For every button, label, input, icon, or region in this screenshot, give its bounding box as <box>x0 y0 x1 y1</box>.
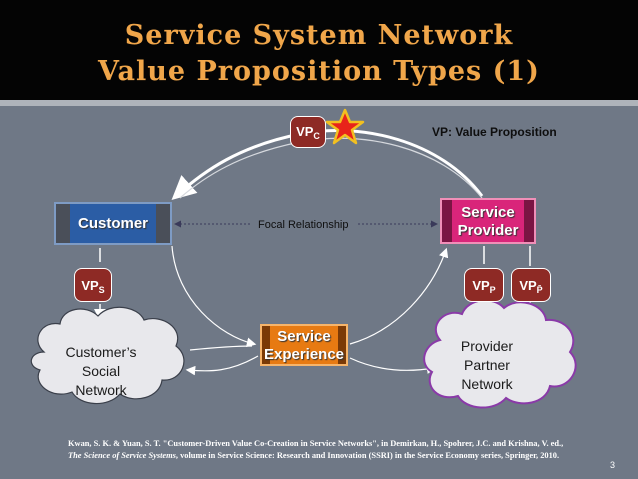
provider-bar-left <box>442 200 452 242</box>
slide-title-line2: Value Proposition Types (1) <box>98 56 540 87</box>
service-experience-node: Service Experience <box>260 324 348 366</box>
customer-bar-right <box>156 204 170 243</box>
experience-to-social-arrow <box>185 355 259 376</box>
vpc-main: VP <box>296 124 314 139</box>
vpp-bar-badge: VPP̄ <box>511 268 551 302</box>
vpc-badge: VPC <box>290 116 326 148</box>
experience-bar-right <box>338 326 346 364</box>
social-label-line1: Customer’s <box>65 344 137 360</box>
partner-network-label: Provider Partner Network <box>455 337 519 394</box>
provider-label-line2: Provider <box>457 222 519 239</box>
title-divider <box>0 100 638 106</box>
slide-title-line1: Service System Network <box>124 20 514 51</box>
experience-to-partner-arrow <box>349 357 437 374</box>
focal-relationship-label: Focal Relationship <box>258 219 349 231</box>
title-bar: Service System Network Value Proposition… <box>0 0 638 106</box>
page-number: 3 <box>610 460 616 470</box>
partner-label-line1: Provider <box>460 338 514 354</box>
vpc-sub: C <box>313 131 320 141</box>
citation: Kwan, S. K. & Yuan, S. T. "Customer-Driv… <box>68 438 608 462</box>
customer-to-experience-arrow <box>171 245 257 348</box>
partner-label-line2: Partner <box>464 357 510 373</box>
partner-label-line3: Network <box>461 376 513 392</box>
customer-node: Customer <box>54 202 172 245</box>
citation-book-title: The Science of Service Systems <box>68 451 176 460</box>
vps-sub: S <box>98 285 105 295</box>
vpp-main: VP <box>472 278 490 293</box>
customer-bar-left <box>56 204 70 243</box>
vpp-sub: P <box>489 285 496 295</box>
citation-line2: , volume in Service Science: Research an… <box>175 451 560 460</box>
citation-line1: Kwan, S. K. & Yuan, S. T. "Customer-Driv… <box>68 439 564 448</box>
social-network-label: Customer’s Social Network <box>56 343 146 400</box>
legend-value-proposition: VP: Value Proposition <box>432 125 557 139</box>
vps-badge: VPS <box>74 268 112 302</box>
experience-label-line2: Experience <box>263 346 345 363</box>
provider-bar-right <box>524 200 534 242</box>
vpp-bar-sub: P̄ <box>536 285 543 295</box>
vps-main: VP <box>81 278 99 293</box>
vpp-badge: VPP <box>464 268 504 302</box>
experience-label-line1: Service <box>277 328 331 345</box>
provider-label-line1: Service <box>461 204 515 221</box>
service-provider-node: Service Provider <box>440 198 536 244</box>
red-star-icon <box>325 108 365 145</box>
experience-to-provider-arrow <box>349 247 449 345</box>
social-label-line2: Social <box>81 363 121 379</box>
customer-label: Customer <box>77 215 148 232</box>
vpp-bar-main: VP <box>519 278 537 293</box>
social-network-cloud <box>30 306 185 405</box>
social-label-line3: Network <box>75 382 127 398</box>
value-arc-top <box>171 128 484 201</box>
value-arc-top-inner <box>179 137 483 199</box>
experience-bar-left <box>262 326 270 364</box>
social-to-experience-arrow <box>189 345 253 351</box>
